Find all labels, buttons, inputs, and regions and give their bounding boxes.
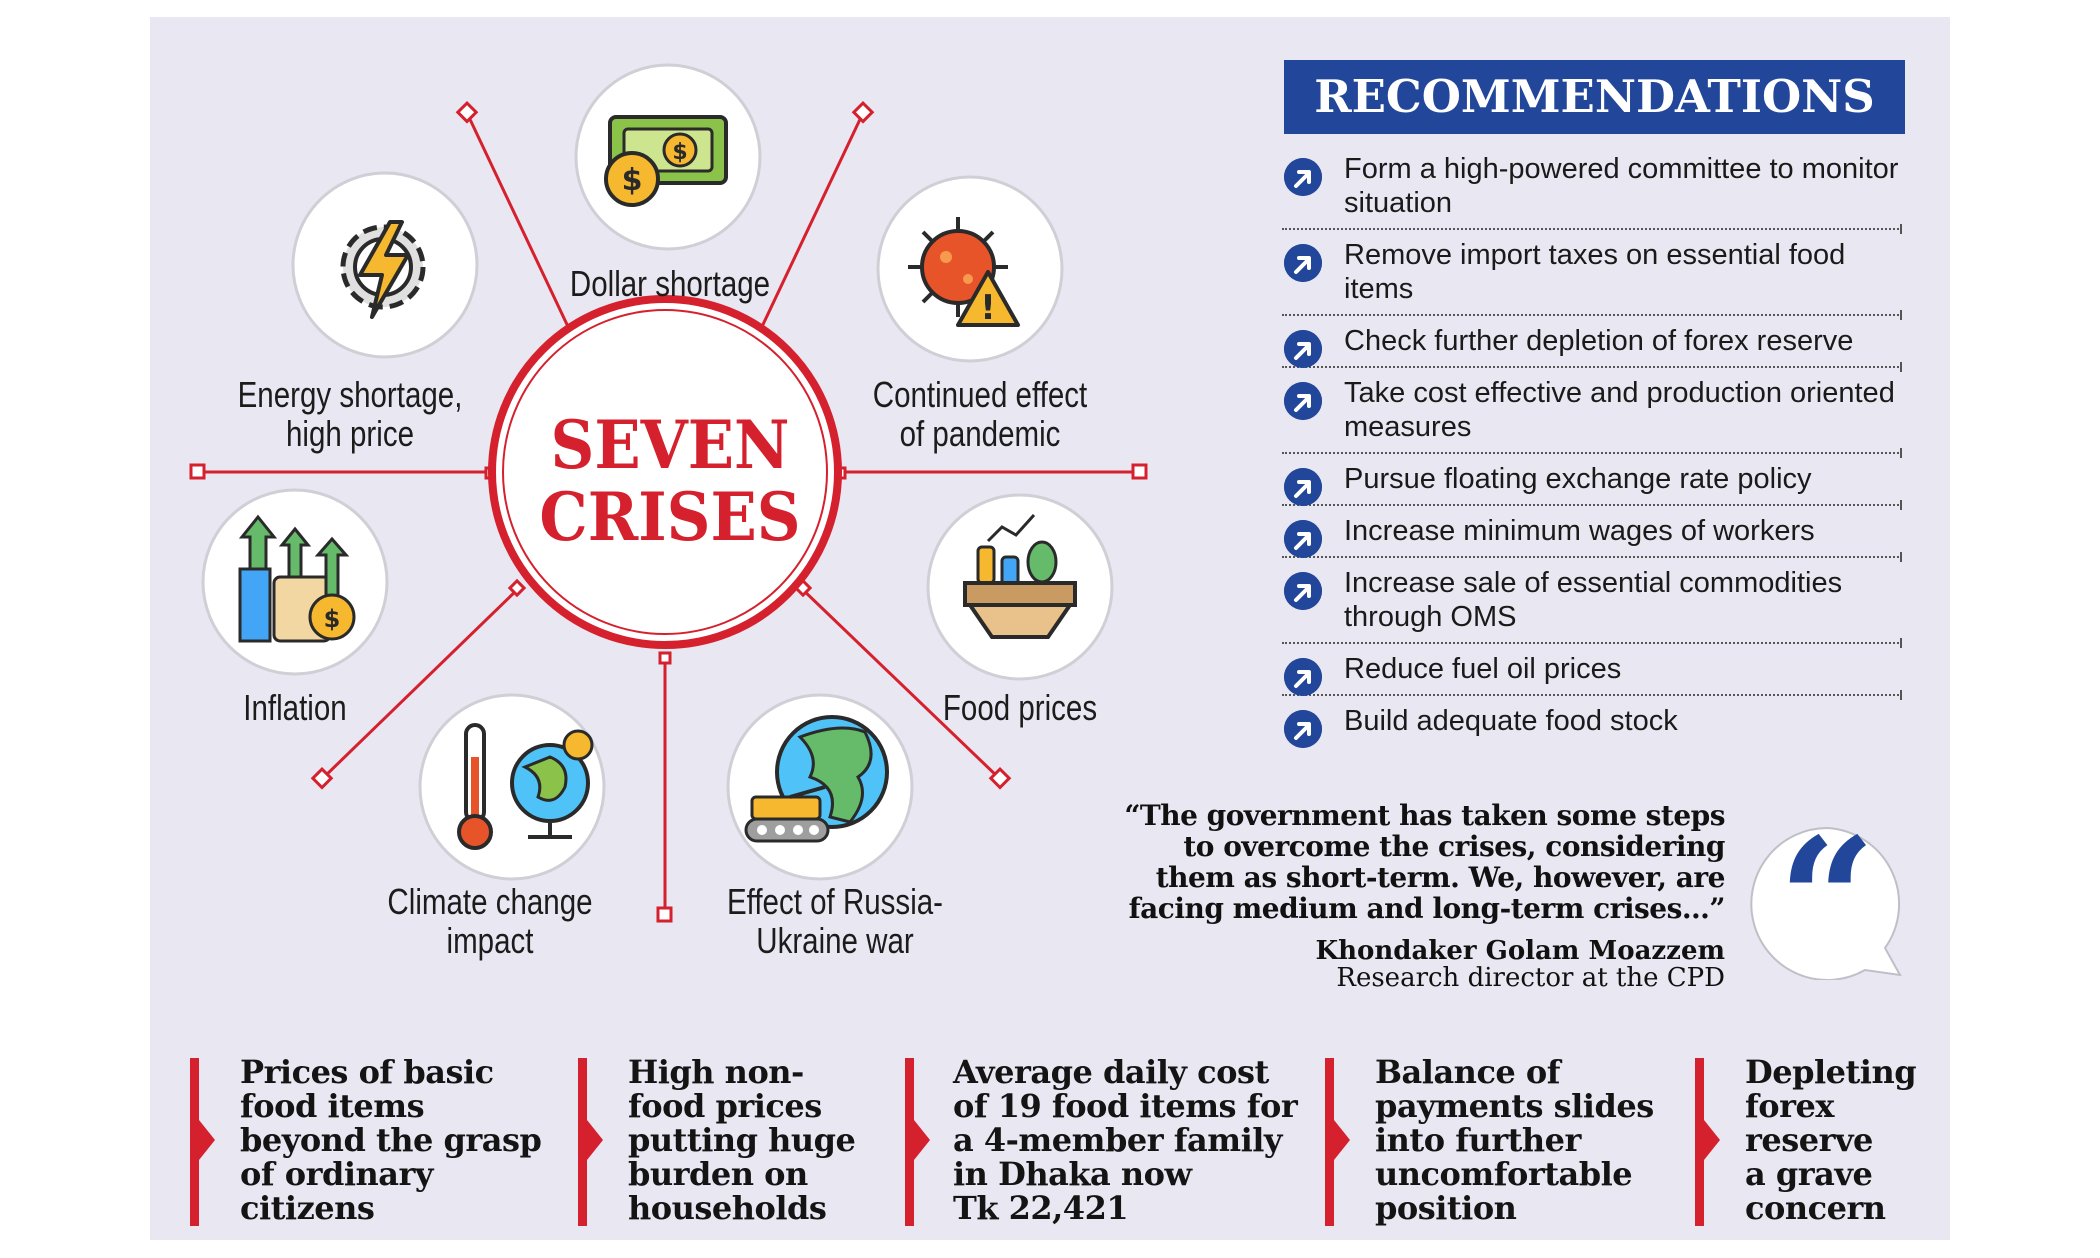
arrow-up-right-icon (1284, 520, 1322, 558)
svg-text:$: $ (324, 605, 341, 633)
grocery-basket-icon (963, 513, 1077, 639)
recommendation-item: Build adequate food stock (1282, 700, 1902, 748)
recommendation-item: Reduce fuel oil prices (1282, 648, 1902, 700)
recommendation-item: Check further depletion of forex reserve (1282, 320, 1902, 372)
quote-author: Khondaker Golam Moazzem (1315, 936, 1725, 966)
recommendation-text: Form a high-powered committee to monitor… (1344, 153, 1899, 219)
svg-text:“: “ (1778, 820, 1876, 980)
chevron-right-icon (914, 1120, 930, 1160)
fact-item: Average daily cost of 19 food items for … (953, 1053, 1298, 1227)
crisis-label-pandemic: Continued effect of pandemic (872, 374, 1088, 454)
arrow-up-right-icon (1284, 468, 1322, 506)
arrow-up-right-icon (1284, 330, 1322, 368)
fact-item: Depleting forex reserve a grave concern (1745, 1053, 1917, 1227)
energy-node (291, 171, 479, 359)
divider-tick (1900, 310, 1902, 320)
arrow-up-right-icon (1284, 710, 1322, 748)
fact-marker (578, 1058, 587, 1226)
hub-circle (488, 295, 842, 649)
fact-item: Prices of basic food items beyond the gr… (240, 1053, 542, 1227)
svg-text:$: $ (672, 140, 687, 165)
dollar-shortage-node: $ $ (574, 63, 762, 251)
spokes (198, 112, 1140, 915)
divider-tick (1900, 552, 1902, 562)
svg-text:!: ! (980, 288, 996, 328)
spoke-end-markers (189, 100, 1148, 923)
recommendation-text: Pursue floating exchange rate policy (1344, 463, 1812, 495)
energy-gear-icon (340, 220, 426, 319)
divider-tick (1900, 448, 1902, 458)
hub-title: SEVEN CRISES (539, 406, 801, 556)
pandemic-node: ! (876, 175, 1064, 363)
fact-marker (905, 1058, 914, 1226)
quote-bubble-icon: “ (1750, 820, 1902, 980)
recommendation-text: Take cost effective and production orien… (1344, 377, 1895, 443)
recommendation-item: Pursue floating exchange rate policy (1282, 458, 1902, 510)
arrow-up-right-icon (1284, 658, 1322, 696)
rising-prices-icon: $ (238, 514, 356, 643)
russia-ukraine-node (726, 693, 914, 881)
fact-item: Balance of payments slides into further … (1375, 1053, 1654, 1227)
fact-item: High non- food prices putting huge burde… (628, 1053, 856, 1227)
fact-marker (1695, 1058, 1704, 1226)
inflation-node: $ (201, 488, 389, 676)
money-icon: $ $ (604, 115, 728, 207)
recommendation-item: Increase sale of essential commodities t… (1282, 562, 1902, 648)
crisis-label-energy: Energy shortage, high price (237, 374, 463, 454)
globe-tank-icon (744, 715, 889, 843)
recommendation-item: Remove import taxes on essential food it… (1282, 234, 1902, 320)
divider-tick (1900, 362, 1902, 372)
arrow-up-right-icon (1284, 572, 1322, 610)
chevron-right-icon (1334, 1120, 1350, 1160)
quote-text: “The government has taken some steps to … (1124, 799, 1725, 925)
chevron-right-icon (1704, 1120, 1720, 1160)
divider-tick (1900, 224, 1902, 234)
chevron-right-icon (587, 1120, 603, 1160)
crisis-label-inflation: Inflation (243, 687, 347, 728)
recommendation-text: Reduce fuel oil prices (1344, 653, 1622, 685)
divider-tick (1900, 638, 1902, 648)
crises-diagram: $ $ ! (189, 63, 1148, 923)
food-prices-node (926, 493, 1114, 681)
crisis-label-russia-ukraine: Effect of Russia- Ukraine war (726, 881, 944, 961)
divider-tick (1900, 500, 1902, 510)
climate-change-node (418, 693, 606, 881)
arrow-up-right-icon (1284, 158, 1322, 196)
recommendation-text: Increase minimum wages of workers (1344, 515, 1815, 547)
recommendation-item: Take cost effective and production orien… (1282, 372, 1902, 458)
divider-tick (1900, 690, 1902, 700)
thermometer-globe-icon (457, 723, 594, 850)
recommendation-text: Build adequate food stock (1344, 705, 1678, 737)
crisis-label-dollar-shortage: Dollar shortage (569, 263, 771, 304)
arrow-up-right-icon (1284, 244, 1322, 282)
quote-role: Research director at the CPD (1336, 963, 1725, 993)
fact-marker (1325, 1058, 1334, 1226)
recommendation-text: Increase sale of essential commodities t… (1344, 567, 1843, 633)
chevron-right-icon (199, 1120, 215, 1160)
svg-text:$: $ (622, 163, 643, 198)
recommendation-text: Check further depletion of forex reserve (1344, 325, 1854, 357)
arrow-up-right-icon (1284, 382, 1322, 420)
virus-warning-icon: ! (908, 217, 1020, 328)
recommendation-item: Form a high-powered committee to monitor… (1282, 148, 1902, 234)
recommendation-text: Remove import taxes on essential food it… (1344, 239, 1846, 305)
hub-inner-ring (502, 309, 828, 635)
recommendations-list: Form a high-powered committee to monitor… (1282, 148, 1902, 750)
crisis-label-climate-change: Climate change impact (387, 881, 593, 961)
recommendation-item: Increase minimum wages of workers (1282, 510, 1902, 562)
recommendations-title: RECOMMENDATIONS (1284, 60, 1905, 134)
crisis-label-food-prices: Food prices (942, 687, 1098, 728)
fact-marker (190, 1058, 199, 1226)
